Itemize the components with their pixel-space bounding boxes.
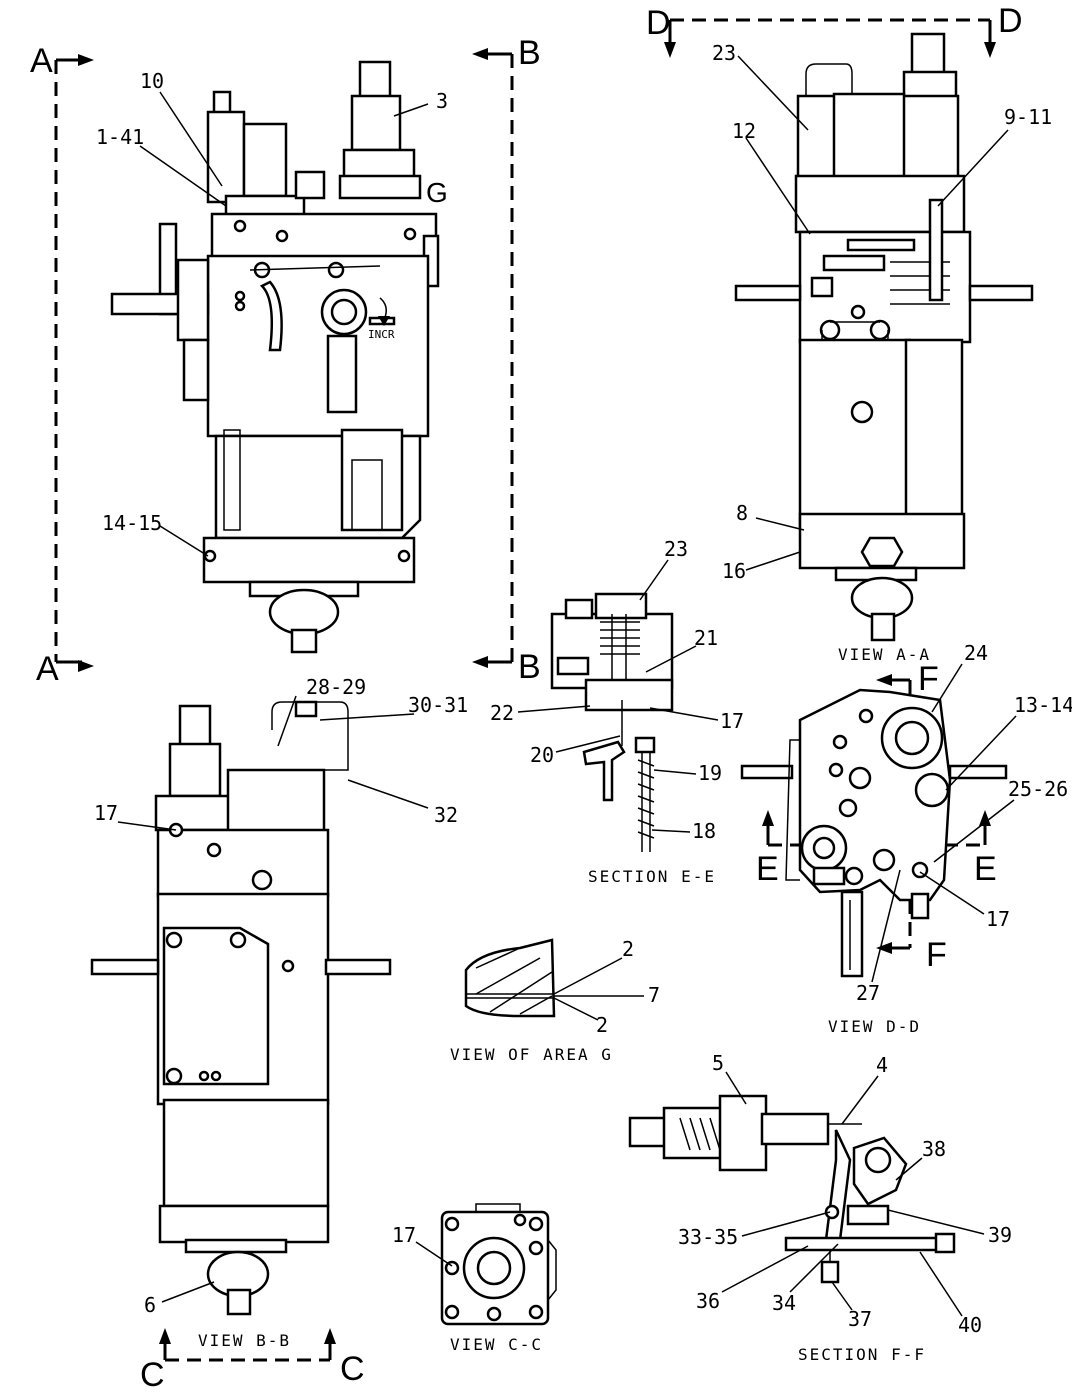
section-ee	[550, 592, 674, 852]
incr-label: INCR	[368, 328, 395, 341]
callout-label: 40	[958, 1313, 982, 1337]
caption-section-ff: SECTION F-F	[798, 1345, 926, 1364]
callout-label: 8	[736, 501, 748, 525]
leader-lines	[117, 55, 1017, 1317]
callout-label: 21	[694, 626, 718, 650]
area-g-marker: G	[426, 177, 448, 208]
callout-label: 20	[530, 743, 554, 767]
captions: VIEW A-A SECTION E-E VIEW D-D VIEW OF AR…	[198, 645, 931, 1364]
callout-label: 1-41	[96, 125, 144, 149]
callout-label: 19	[698, 761, 722, 785]
section-letters: A A B B D D E E F F C C	[30, 2, 1023, 1393]
view-cc	[440, 1203, 557, 1326]
callout-label: 17	[986, 907, 1010, 931]
callout-label: 12	[732, 119, 756, 143]
section-letter-d-right: D	[998, 2, 1023, 40]
callout-label: 16	[722, 559, 746, 583]
section-letter-a-bottom: A	[36, 650, 59, 688]
section-letter-c-left: C	[140, 1356, 165, 1393]
callout-label: 32	[434, 803, 458, 827]
caption-view-aa: VIEW A-A	[838, 645, 931, 664]
caption-view-cc: VIEW C-C	[450, 1335, 543, 1354]
callout-label: 14-15	[102, 511, 162, 535]
section-letter-f-top: F	[918, 660, 939, 698]
callout-label: 30-31	[408, 693, 468, 717]
section-marker-c	[159, 1328, 336, 1362]
callout-label: 6	[144, 1293, 156, 1317]
view-aa	[734, 32, 1034, 642]
view-area-g	[464, 938, 556, 1018]
callout-label: 33-35	[678, 1225, 738, 1249]
section-marker-e	[762, 810, 991, 847]
view-bb	[90, 700, 392, 1316]
callout-label: 4	[876, 1053, 888, 1077]
caption-view-area-g: VIEW OF AREA G	[450, 1045, 613, 1064]
callout-label: 18	[692, 819, 716, 843]
callout-labels: 10 1-41 3 G INCR 14-15 23 12 9-11 8 16 2…	[94, 41, 1072, 1337]
callout-label: 22	[490, 701, 514, 725]
pump-side-view	[110, 60, 440, 654]
callout-label: 36	[696, 1289, 720, 1313]
section-letter-e-right: E	[974, 850, 997, 888]
section-letter-b-top: B	[518, 34, 541, 72]
callout-label: 2	[622, 937, 634, 961]
callout-label: 38	[922, 1137, 946, 1161]
section-letter-d-left: D	[646, 4, 671, 42]
callout-label: 10	[140, 69, 164, 93]
callout-label: 37	[848, 1307, 872, 1331]
caption-view-bb: VIEW B-B	[198, 1331, 291, 1350]
callout-label: 24	[964, 641, 988, 665]
section-letter-e-left: E	[756, 850, 779, 888]
callout-label: 39	[988, 1223, 1012, 1247]
section-ff	[628, 1094, 956, 1284]
callout-label: 28-29	[306, 675, 366, 699]
callout-label: 3	[436, 89, 448, 113]
section-letter-f-bottom: F	[926, 936, 947, 974]
section-letter-c-right: C	[340, 1350, 365, 1388]
callout-label: 7	[648, 983, 660, 1007]
section-marker-a	[54, 54, 94, 672]
view-dd	[740, 688, 1008, 978]
callout-label: 2	[596, 1013, 608, 1037]
callout-label: 17	[392, 1223, 416, 1247]
section-marker-d	[664, 18, 996, 58]
callout-label: 25-26	[1008, 777, 1068, 801]
callout-label: 17	[94, 801, 118, 825]
callout-label: 34	[772, 1291, 796, 1315]
callout-label: 27	[856, 981, 880, 1005]
callout-label: 13-14	[1014, 693, 1072, 717]
caption-section-ee: SECTION E-E	[588, 867, 716, 886]
section-marker-b	[472, 48, 514, 668]
callout-label: 23	[712, 41, 736, 65]
callout-label: 5	[712, 1051, 724, 1075]
callout-label: 23	[664, 537, 688, 561]
callout-label: 9-11	[1004, 105, 1052, 129]
section-letter-b-bottom: B	[518, 648, 541, 686]
section-letter-a-top: A	[30, 42, 53, 80]
caption-view-dd: VIEW D-D	[828, 1017, 921, 1036]
callout-label: 17	[720, 709, 744, 733]
